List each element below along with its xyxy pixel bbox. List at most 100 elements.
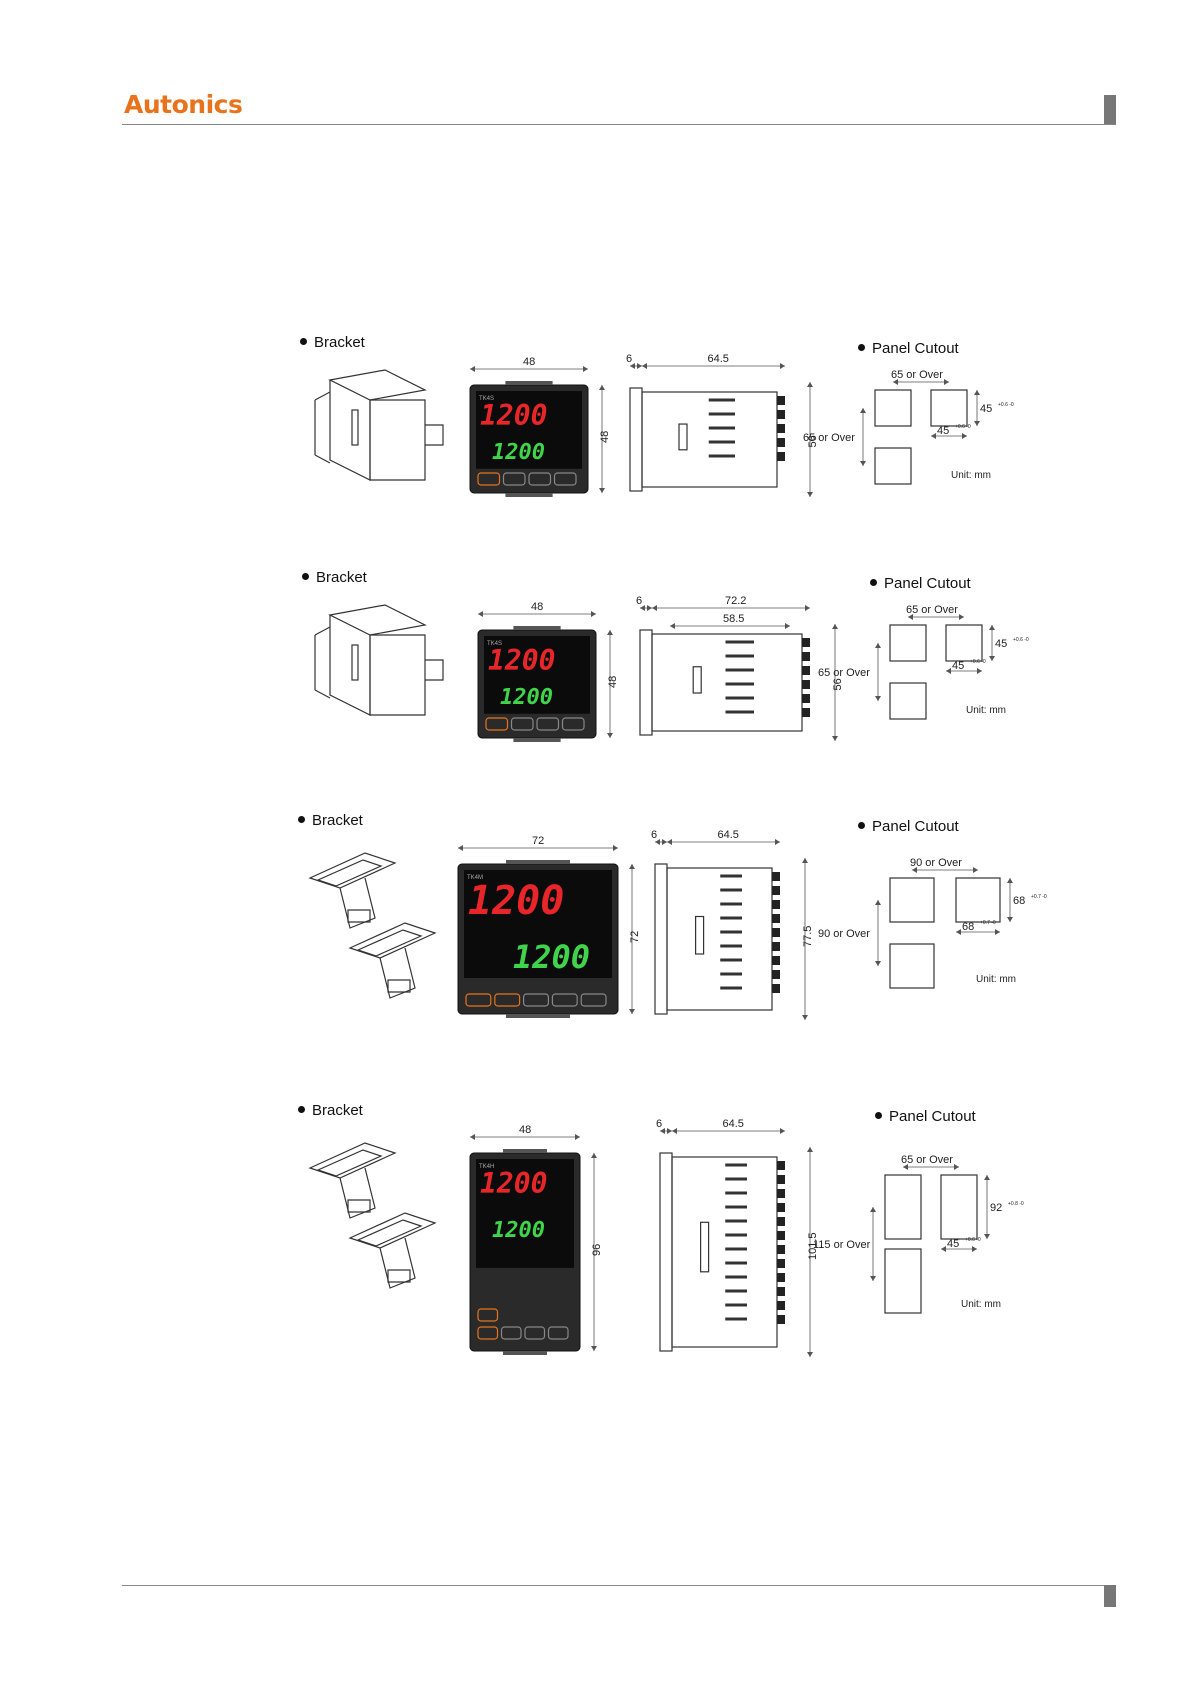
dim-arrow xyxy=(984,1234,990,1239)
bracket-slot xyxy=(351,644,359,681)
footer-rule xyxy=(122,1585,1116,1586)
bracket-top xyxy=(328,369,427,401)
terminal xyxy=(777,1217,785,1226)
bracket-latch xyxy=(387,979,411,993)
front-key xyxy=(536,717,560,731)
bracket-latch xyxy=(387,1269,411,1283)
side-connector xyxy=(699,1221,710,1273)
dim-arrow xyxy=(870,1276,876,1281)
dim-arrow xyxy=(591,1346,597,1351)
display-window xyxy=(476,1159,574,1268)
dim-arrow xyxy=(630,363,635,369)
cutout-height: 68 xyxy=(1013,895,1025,907)
dim-arrow xyxy=(984,1175,990,1180)
bracket-frame xyxy=(348,1212,437,1249)
side-depth-dim: 72.2 xyxy=(725,595,746,607)
unit-label: Unit: mm xyxy=(976,974,1016,985)
panel-cutout-label: Panel Cutout xyxy=(858,340,959,357)
terminal xyxy=(777,410,785,419)
model-label: TK4M xyxy=(467,875,483,881)
bracket-leg xyxy=(339,1167,376,1219)
dim-arrow xyxy=(667,839,672,845)
terminal xyxy=(772,928,780,937)
dim-arrow xyxy=(807,492,813,497)
dim-arrow xyxy=(583,366,588,372)
terminal xyxy=(777,424,785,433)
dim-arrow xyxy=(954,1164,959,1170)
dim-arrow xyxy=(629,864,635,869)
bottom-latch xyxy=(503,1351,547,1355)
bracket-front xyxy=(369,634,426,716)
dim-arrow xyxy=(613,845,618,851)
dim-arrow xyxy=(670,623,675,629)
front-width-dim: 72 xyxy=(532,835,544,847)
bracket-illustration xyxy=(314,369,444,481)
bracket-top xyxy=(328,604,427,636)
side-bezel xyxy=(654,863,668,1015)
dim-arrow xyxy=(660,1128,665,1134)
terminal xyxy=(772,914,780,923)
cutout-hole xyxy=(884,1248,922,1314)
bottom-latch xyxy=(505,493,553,497)
dim-arrow xyxy=(1007,917,1013,922)
model-label: TK4S xyxy=(479,396,494,402)
header-rule xyxy=(122,124,1116,125)
top-latch xyxy=(506,860,570,864)
side-height-dim: 101.5 xyxy=(807,1232,819,1260)
terminal xyxy=(777,1161,785,1170)
front-key xyxy=(477,472,501,486)
dim-arrow xyxy=(973,867,978,873)
bracket-latch xyxy=(347,909,371,923)
bracket-latch xyxy=(314,626,331,699)
dim-arrow xyxy=(667,1128,672,1134)
bracket-illustration xyxy=(314,604,444,716)
bracket-clip xyxy=(425,659,444,681)
cutout-pitch-y: 65 or Over xyxy=(818,667,870,679)
terminal xyxy=(777,1259,785,1268)
dim-arrow xyxy=(832,624,838,629)
cutout-width: 45 xyxy=(937,425,949,437)
dim-arrow xyxy=(607,630,613,635)
cutout-height-tol: +0.6 -0 xyxy=(1013,637,1029,643)
front-height-dim: 72 xyxy=(629,931,641,943)
terminal xyxy=(777,1245,785,1254)
side-depth-dim: 64.5 xyxy=(708,353,729,365)
top-latch xyxy=(503,1149,547,1153)
side-bezel xyxy=(629,387,643,492)
cutout-height: 92 xyxy=(990,1202,1002,1214)
cutout-pitch-y: 65 or Over xyxy=(803,432,855,444)
dim-arrow xyxy=(893,379,898,385)
cutout-pitch-x: 65 or Over xyxy=(906,604,958,616)
cutout-hole xyxy=(945,624,983,662)
display-window xyxy=(476,391,582,469)
dim-arrow xyxy=(962,433,967,439)
side-height-dim: 56 xyxy=(832,678,844,690)
autonics-logo: Autonics xyxy=(124,90,243,119)
side-connector xyxy=(692,666,702,694)
side-bezel-dim: 6 xyxy=(656,1118,662,1130)
terminal xyxy=(777,1287,785,1296)
dim-arrow xyxy=(470,366,475,372)
cutout-hole xyxy=(889,943,935,989)
display-window xyxy=(484,636,590,714)
cutout-hole xyxy=(930,389,968,427)
cutout-width: 45 xyxy=(947,1238,959,1250)
sv-display: 1200 xyxy=(513,938,590,976)
front-key xyxy=(522,993,549,1007)
dim-arrow xyxy=(944,379,949,385)
cutout-height: 45 xyxy=(995,638,1007,650)
front-key xyxy=(465,993,492,1007)
sv-display: 1200 xyxy=(500,685,553,710)
terminal xyxy=(777,1231,785,1240)
side-bezel-dim: 6 xyxy=(626,353,632,365)
front-key xyxy=(502,472,526,486)
dim-arrow xyxy=(974,390,980,395)
dim-arrow xyxy=(575,1134,580,1140)
cutout-height: 45 xyxy=(980,403,992,415)
bracket-left xyxy=(329,615,371,716)
dim-arrow xyxy=(802,1015,808,1020)
